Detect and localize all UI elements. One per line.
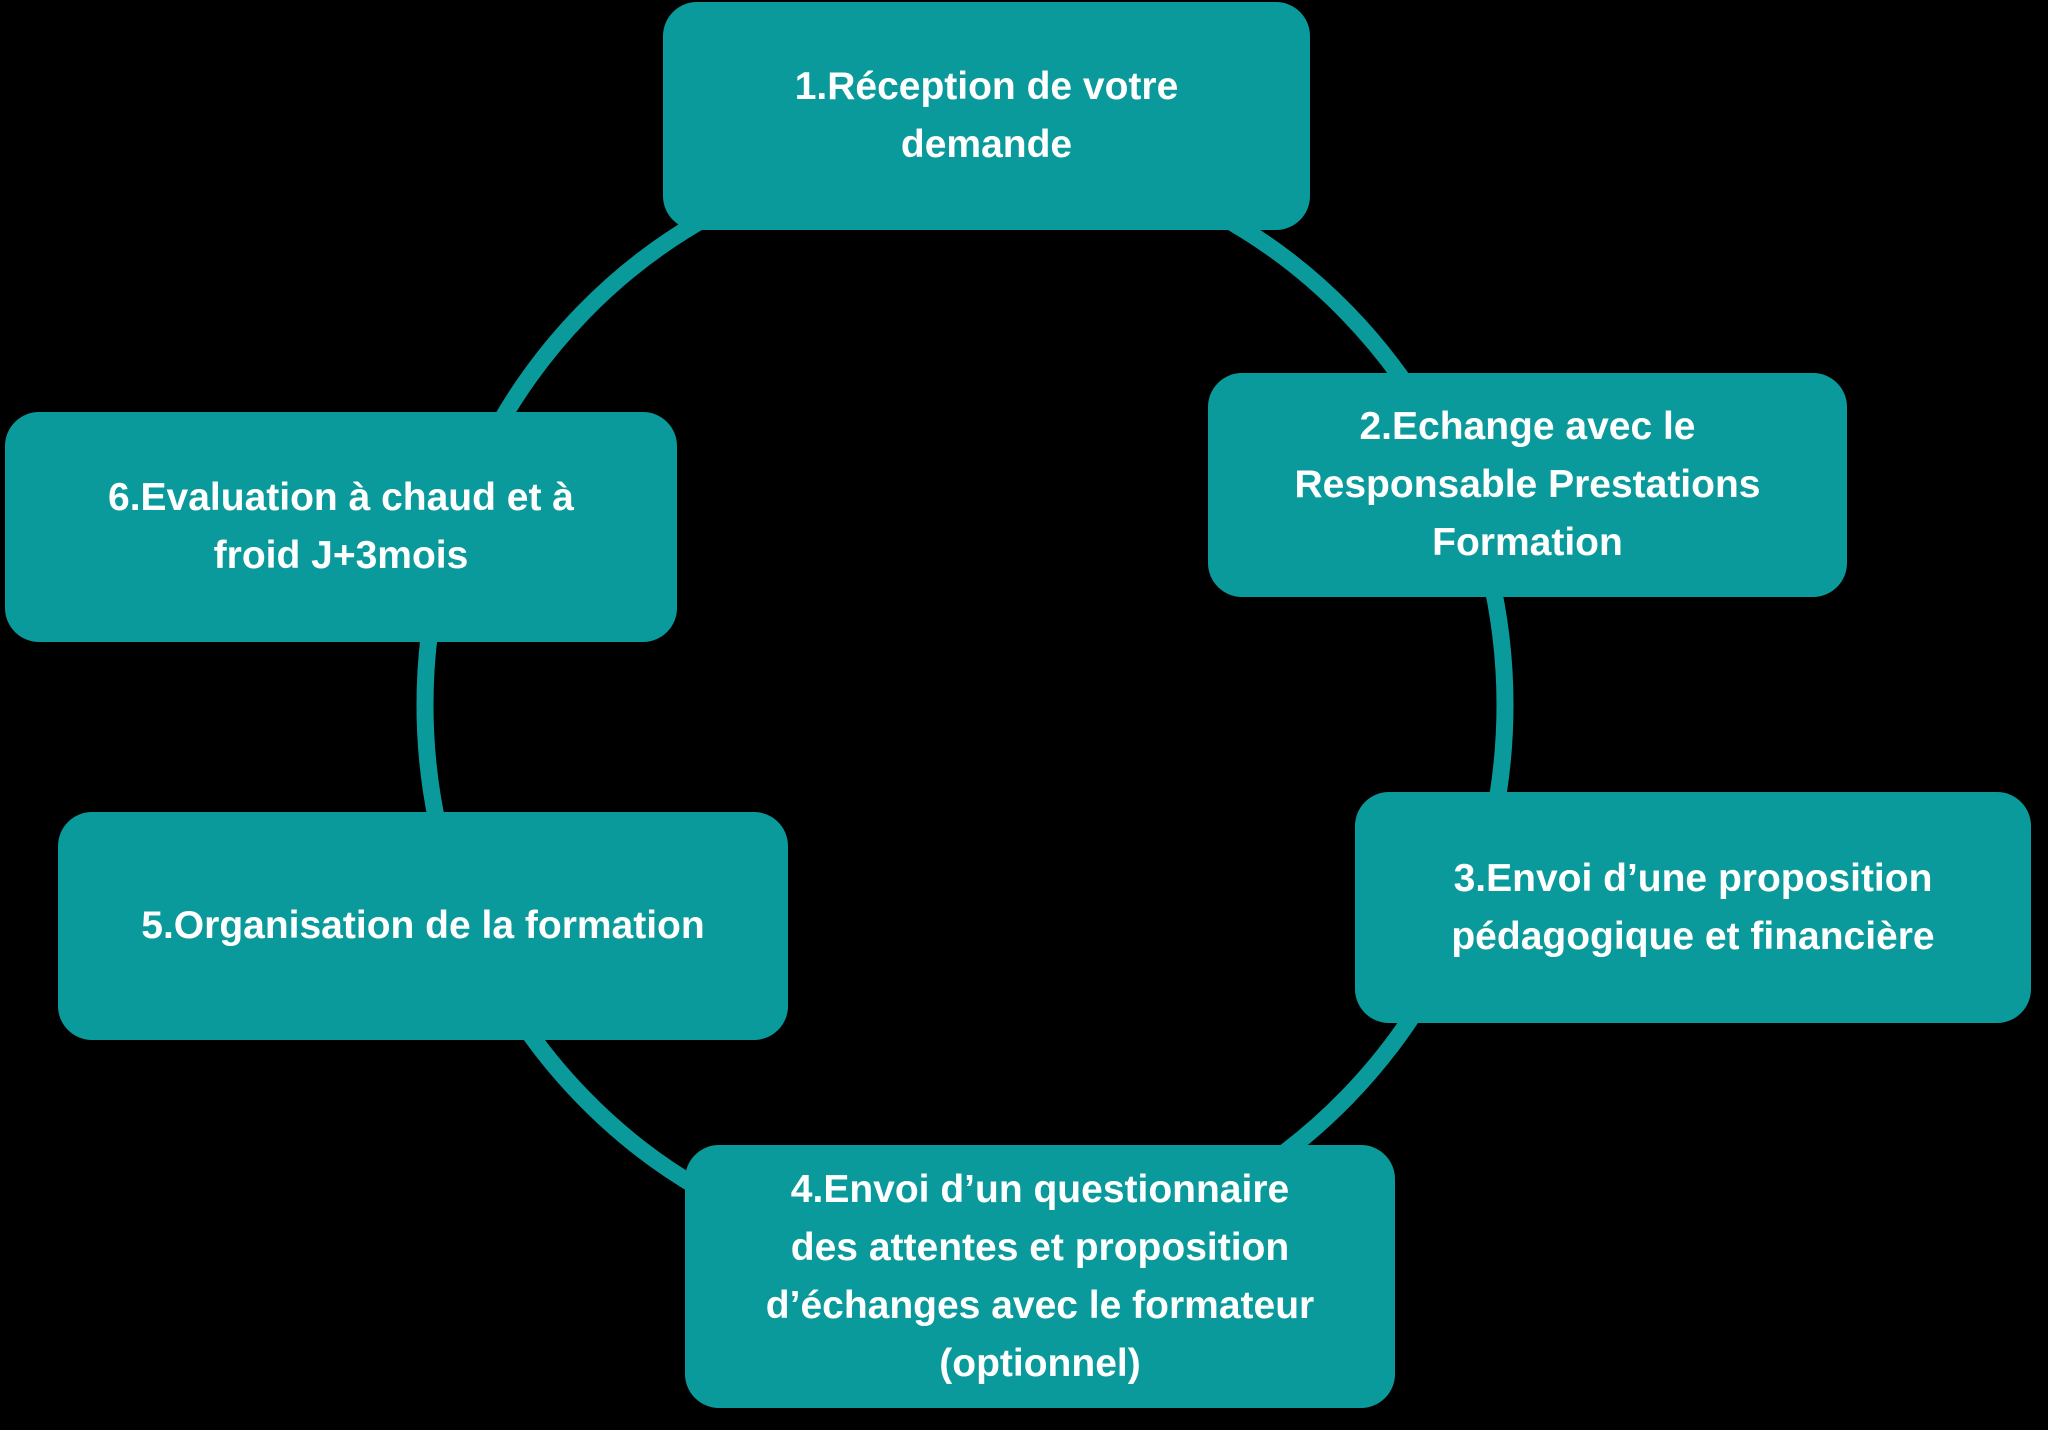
step-box-4-questionnaire: 4.Envoi d’un questionnaire des attentes … [685,1145,1395,1408]
step-3-text-line: pédagogique et financière [1451,914,1935,958]
step-4-text-line: (optionnel) [939,1341,1141,1385]
step-1-text-line: 1.Réception de votre [794,65,1179,108]
step-1-text-line: demande [900,123,1073,166]
cycle-ring-ellipse [416,141,1514,1269]
step-4-text-line: d’échanges avec le formateur [765,1283,1315,1327]
step-box-3-proposition: 3.Envoi d’une proposition pédagogique et… [1355,792,2031,1023]
step-2-text-line: Responsable Prestations [1294,463,1761,506]
step-6-text-line: 6.Evaluation à chaud et à [108,476,574,519]
step-2-text-line: Formation [1432,521,1623,564]
step-3-text-line: 3.Envoi d’une proposition [1453,856,1933,900]
step-box-2-echange: 2.Echange avec le Responsable Prestation… [1208,373,1847,597]
step-5-text-line: 5.Organisation de la formation [141,904,705,947]
step-6-text-line: froid J+3mois [213,534,469,577]
step-2-text-line: 2.Echange avec le [1359,405,1696,448]
step-4-text-line: 4.Envoi d’un questionnaire [790,1167,1290,1211]
step-4-text-line: des attentes et proposition [790,1225,1290,1269]
step-box-5-organisation: 5.Organisation de la formation [58,812,788,1040]
step-box-1-reception: 1.Réception de votre demande [663,2,1310,230]
step-box-6-evaluation: 6.Evaluation à chaud et à froid J+3mois [5,412,677,642]
